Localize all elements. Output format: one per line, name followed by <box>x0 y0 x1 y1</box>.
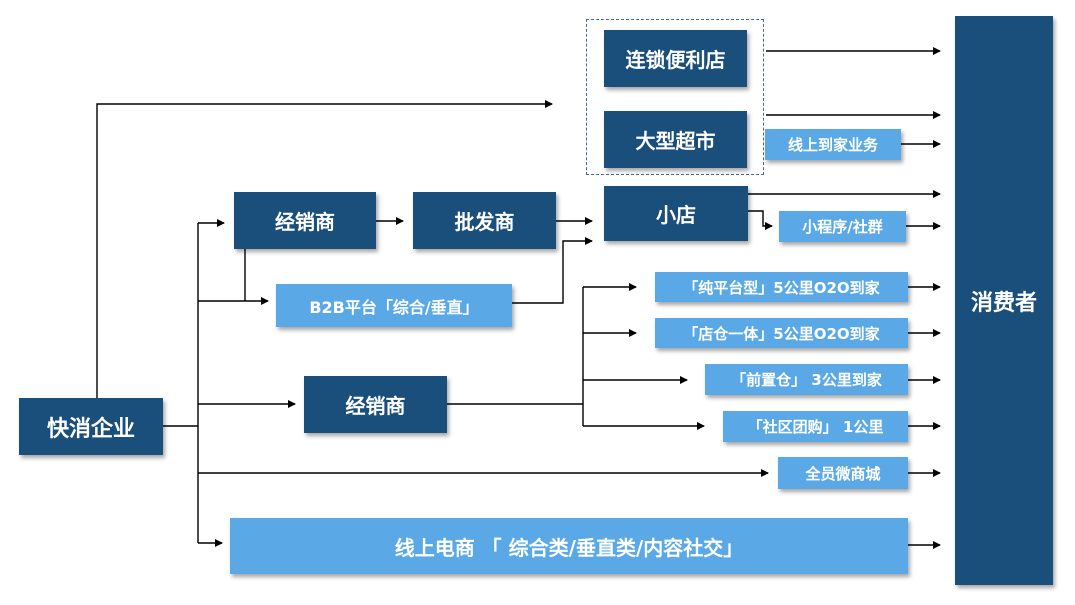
node-chain-convenience-store: 连锁便利店 <box>604 30 747 87</box>
node-mini-program: 小程序/社群 <box>779 211 906 242</box>
node-o2o-platform: 「纯平台型」5公里O2O到家 <box>655 272 908 302</box>
node-online-home-delivery: 线上到家业务 <box>765 129 901 160</box>
node-front-warehouse: 「前置仓」 3公里到家 <box>705 364 908 395</box>
node-o2o-store-warehouse: 「店仓一体」5公里O2O到家 <box>655 318 908 348</box>
node-consumer: 消费者 <box>955 16 1053 585</box>
retail-group-outline <box>586 19 764 175</box>
node-community-group-buy: 「社区团购」 1公里 <box>723 411 908 442</box>
node-fmcg-enterprise: 快消企业 <box>19 398 163 455</box>
node-online-ecommerce: 线上电商 「 综合类/垂直类/内容社交」 <box>230 518 908 574</box>
node-wholesaler: 批发商 <box>413 192 556 249</box>
node-b2b-platform: B2B平台「综合/垂直」 <box>276 284 512 327</box>
node-distributor-top: 经销商 <box>234 192 376 249</box>
node-small-store: 小店 <box>604 186 748 241</box>
node-micro-mall: 全员微商城 <box>778 457 908 489</box>
node-hypermarket: 大型超市 <box>604 111 747 168</box>
node-distributor-mid: 经销商 <box>304 376 447 433</box>
